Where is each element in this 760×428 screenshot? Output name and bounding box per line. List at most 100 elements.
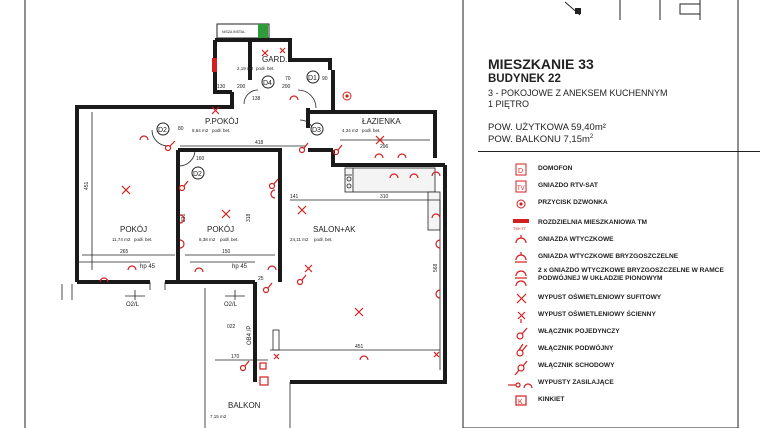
dimension: 130 <box>217 84 226 90</box>
dimension-labels: 418 451 318 310 141 316 265 150 568 451 … <box>84 76 439 360</box>
legend-item: GNIAZDA WTYCZKOWE BRYZGOSZCZELNE <box>508 250 758 268</box>
dimension: 310 <box>380 194 389 200</box>
legend-item: K KINKIET <box>508 393 758 411</box>
intercom-icon: D <box>508 162 534 180</box>
legend-item: GNIAZDA WTYCZKOWE <box>508 233 758 251</box>
room-name: ŁAZIENKA <box>362 117 401 126</box>
sill-height: hp 45 <box>140 264 156 270</box>
dimension: 451 <box>355 344 364 350</box>
svg-text:TM+TT: TM+TT <box>513 226 527 231</box>
room-floor: podł. bet. <box>134 237 153 242</box>
legend-label: WŁĄCZNIK SCHODOWY <box>538 362 615 369</box>
room-name: GARD. <box>262 55 287 64</box>
electrical-symbols <box>99 47 441 386</box>
legend-item: D DOMOFON <box>508 162 758 180</box>
dimension: 022 <box>227 324 236 330</box>
door-tag: D2 <box>193 171 202 178</box>
window-tag: O2/L <box>126 302 140 308</box>
svg-text:D: D <box>518 168 523 175</box>
dimension: 141 <box>290 194 299 200</box>
legend-label: ROZDZIELNIA MIESZKANIOWA TM <box>538 219 648 226</box>
legend-item: 2 x GNIAZDO WTYCZKOWE BRYZGOSZCZELNE W R… <box>508 267 758 289</box>
building-title: BUDYNEK 22 <box>488 73 561 85</box>
dimension: 80 <box>178 126 184 132</box>
installation-niche: NISZA INSTAL. <box>216 23 270 39</box>
svg-text:K: K <box>518 399 523 406</box>
legend-label: WŁĄCZNIK POJEDYNCZY <box>538 328 620 335</box>
panel-divider <box>478 151 760 152</box>
legend-item: TV GNIAZDO RTV-SAT <box>508 179 758 197</box>
door-tag: D1 <box>308 75 317 82</box>
room-name: SALON+AK <box>313 225 356 234</box>
doorbell-button-icon <box>508 196 534 214</box>
legend-item: WŁĄCZNIK PODWÓJNY <box>508 342 758 360</box>
walls <box>75 38 447 384</box>
dimension: 150 <box>222 249 231 255</box>
room-name: BALKON <box>228 401 261 410</box>
dimension: 70 <box>285 76 291 82</box>
tv-socket-icon: TV <box>508 179 534 197</box>
legend-item: WŁĄCZNIK POJEDYNCZY <box>508 325 758 343</box>
sill-height: hp 45 <box>232 264 248 270</box>
doorbell-button-icon <box>342 91 352 101</box>
power-outlet-icon <box>508 376 534 394</box>
dimension: 160 <box>196 156 205 162</box>
wall-light-icon <box>273 47 440 360</box>
legend-label: WYPUST OŚWIETLENIOWY SUFITOWY <box>538 294 662 301</box>
legend-item: WŁĄCZNIK SCHODOWY <box>508 359 758 377</box>
dimension: 318 <box>246 213 252 222</box>
dimension: 138 <box>252 96 261 102</box>
distribution-board-icon <box>212 58 217 72</box>
legend-label: WYPUST OŚWIETLENIOWY ŚCIENNY <box>538 311 656 318</box>
door-tags: D1 D2 D2 D3 D4 <box>156 70 324 180</box>
legend-label: PRZYCISK DZWONKA <box>538 199 608 206</box>
room-floor: podł. bet. <box>220 237 239 242</box>
legend-label: GNIAZDO RTV-SAT <box>538 182 598 189</box>
legend-label: GNIAZDA WTYCZKOWE <box>538 236 614 243</box>
legend-label: 2 x GNIAZDO WTYCZKOWE BRYZGOSZCZELNE W R… <box>538 267 724 282</box>
window-tag: O2/L <box>224 302 238 308</box>
legend-label: GNIAZDA WTYCZKOWE BRYZGOSZCZELNE <box>538 253 679 260</box>
ceiling-light-icon <box>121 49 385 317</box>
legend-label: WYPUSTY ZASILAJĄCE <box>538 379 614 386</box>
ceiling-light-icon <box>508 291 534 309</box>
room-floor: podł. bet. <box>314 237 333 242</box>
staircase-switch-icon <box>508 359 534 377</box>
north-arrow-icon <box>564 0 701 20</box>
room-area: 4,34 m2 <box>342 128 359 133</box>
door-tag: D3 <box>312 127 321 134</box>
distribution-board-icon: TM+TT <box>508 216 534 234</box>
socket-icon <box>508 233 534 251</box>
room-labels: GARD. 2,19 m2 podł. bet. P.POKÓJ 8,64 m2… <box>112 55 401 419</box>
legend-item: TM+TT ROZDZIELNIA MIESZKANIOWA TM <box>508 216 758 234</box>
window-labels: O2/L O2/L OB4 /P hp 45 hp 45 <box>126 264 253 345</box>
single-switch-icon <box>508 325 534 343</box>
wall-light-icon <box>508 308 534 326</box>
double-splashproof-socket-icon <box>508 267 534 287</box>
double-switch-icon <box>508 342 534 360</box>
room-area: 24,11 m2 <box>290 237 309 242</box>
kinkiet-icon: K <box>508 393 534 411</box>
legend-item: WYPUST OŚWIETLENIOWY SUFITOWY <box>508 291 758 309</box>
dimension: 200 <box>282 84 291 90</box>
room-floor: podł. bet. <box>256 66 275 71</box>
legend-label: WŁĄCZNIK PODWÓJNY <box>538 345 614 352</box>
legend-label: KINKIET <box>538 396 565 403</box>
room-area: 8,64 m2 <box>192 128 209 133</box>
window-tag: OB4 /P <box>247 326 253 345</box>
switch-icon <box>164 140 343 372</box>
door-tag: D4 <box>263 80 272 87</box>
dimension: 90 <box>322 76 328 82</box>
room-area: 8,38 m2 <box>199 237 216 242</box>
dimension: 451 <box>84 181 90 190</box>
dimension: 568 <box>433 263 439 272</box>
usable-area: POW. UŻYTKOWA 59,40m² <box>488 122 606 133</box>
room-area: 11,74 m2 <box>112 237 131 242</box>
room-name: P.POKÓJ <box>205 117 239 126</box>
room-floor: podł. bet. <box>212 128 231 133</box>
room-floor: podł. bet. <box>362 128 381 133</box>
balcony-area-label: POW. BALKONU 7,15m <box>488 134 590 146</box>
room-area: 2,19 m2 <box>237 66 254 71</box>
balcony-area: POW. BALKONU 7,15m2 <box>488 134 593 145</box>
legend-item: WYPUST OŚWIETLENIOWY ŚCIENNY <box>508 308 758 326</box>
